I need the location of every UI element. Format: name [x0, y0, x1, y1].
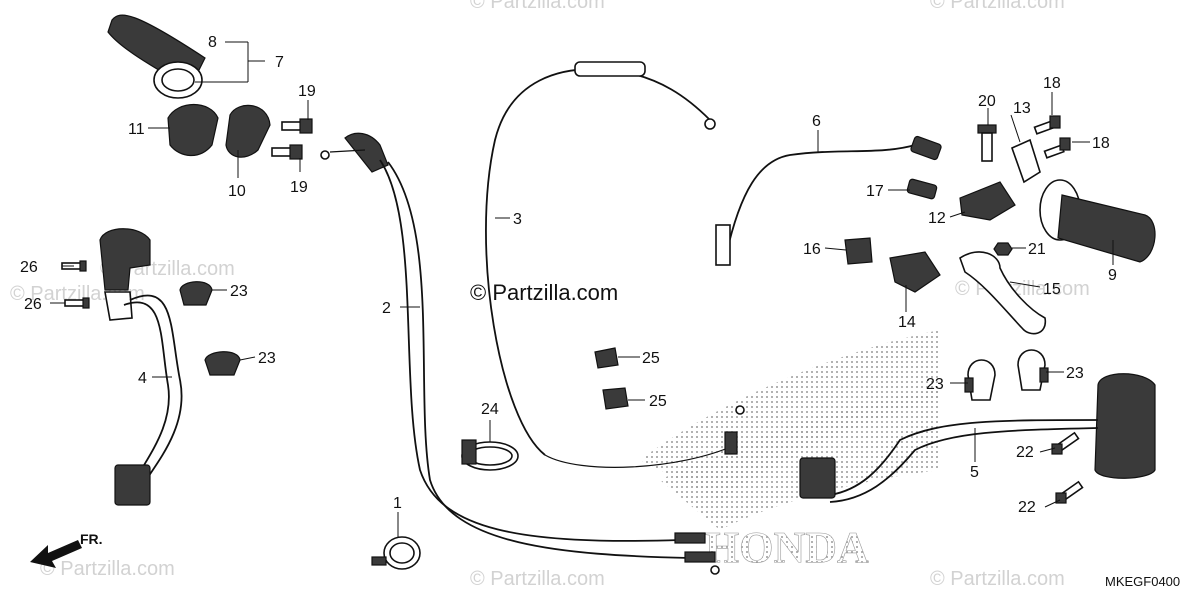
callout-1: 1 — [393, 495, 402, 512]
callout-3: 3 — [513, 211, 522, 228]
front-direction-label: FR. — [80, 531, 103, 547]
clutch-lever-15[interactable] — [959, 251, 1047, 335]
callout-15: 15 — [1043, 281, 1061, 298]
callout-5: 5 — [970, 464, 979, 481]
watermark-tile: © Partzilla.com — [470, 568, 605, 590]
watermark-tile: © Partzilla.com — [955, 278, 1090, 300]
watermark-tile: © Partzilla.com — [930, 0, 1065, 13]
wire-clamp-23-c[interactable] — [964, 359, 996, 401]
clutch-adjuster-13[interactable] — [1010, 138, 1041, 184]
watermark-tile: © Partzilla.com — [40, 558, 175, 580]
callout-18-lower: 18 — [1092, 135, 1110, 152]
callout-14: 14 — [898, 314, 916, 331]
screw-19-lower[interactable] — [271, 144, 303, 160]
callout-20: 20 — [978, 93, 996, 110]
watermark-tiles: © Partzilla.com © Partzilla.com © Partzi… — [10, 0, 1090, 590]
callout-7: 7 — [275, 54, 284, 71]
callout-26-lower: 26 — [24, 296, 42, 313]
lever-bracket-14[interactable] — [889, 251, 941, 293]
bolt-18-upper[interactable] — [1033, 115, 1061, 135]
cable-clip-25-b[interactable] — [602, 387, 629, 410]
callout-4: 4 — [138, 370, 147, 387]
right-handlebar-switch[interactable] — [799, 373, 1156, 503]
throttle-housing-lower[interactable] — [225, 104, 271, 158]
wire-clamp-23-a[interactable] — [179, 281, 213, 306]
callout-21: 21 — [1028, 241, 1046, 258]
adjuster-17[interactable] — [906, 178, 938, 200]
screw-22-lower[interactable] — [1055, 480, 1084, 504]
watermark-tile: © Partzilla.com — [470, 0, 605, 13]
cable-band-1[interactable] — [371, 536, 421, 570]
clutch-cable[interactable] — [485, 61, 745, 468]
callout-10: 10 — [228, 183, 246, 200]
bolt-20[interactable] — [977, 124, 997, 162]
bolt-18-lower[interactable] — [1043, 137, 1071, 159]
callout-25-a: 25 — [642, 350, 660, 367]
throttle-housing-upper[interactable] — [167, 104, 219, 157]
wire-clamp-23-d[interactable] — [1017, 349, 1049, 391]
callout-19-upper: 19 — [298, 83, 316, 100]
diagram-code: MKEGF0400 — [1105, 574, 1180, 589]
clutch-lever-holder-12[interactable] — [959, 181, 1016, 221]
callout-26-upper: 26 — [20, 259, 38, 276]
callout-19-lower: 19 — [290, 179, 308, 196]
watermark-tile: © Partzilla.com — [930, 568, 1065, 590]
callout-23-c: 23 — [926, 376, 944, 393]
callout-9: 9 — [1108, 267, 1117, 284]
callout-25-b: 25 — [649, 393, 667, 410]
callout-23-b: 23 — [258, 350, 276, 367]
callout-23-a: 23 — [230, 283, 248, 300]
callout-11: 11 — [128, 121, 145, 138]
callout-12: 12 — [928, 210, 946, 227]
honda-logo-text: HONDA — [705, 523, 869, 572]
screw-19-upper[interactable] — [281, 118, 313, 134]
callout-18-upper: 18 — [1043, 75, 1061, 92]
wire-clamp-23-b[interactable] — [204, 351, 241, 376]
cable-band-24[interactable] — [461, 439, 519, 471]
callout-6: 6 — [812, 113, 821, 130]
callout-13: 13 — [1013, 100, 1031, 117]
callout-17: 17 — [866, 183, 884, 200]
front-direction-arrow: FR. — [30, 531, 103, 568]
dust-seal-16[interactable] — [844, 237, 873, 265]
grip-9[interactable] — [1039, 179, 1156, 263]
callout-8: 8 — [208, 34, 217, 51]
callout-24: 24 — [481, 401, 499, 418]
callout-22-lower: 22 — [1018, 499, 1036, 516]
hot-start-cable[interactable] — [715, 135, 942, 266]
screw-22-upper[interactable] — [1051, 431, 1080, 455]
callout-16: 16 — [803, 241, 821, 258]
throttle-cable[interactable] — [320, 132, 720, 575]
callout-22-upper: 22 — [1016, 444, 1034, 461]
watermark-center: © Partzilla.com — [470, 280, 618, 305]
nut-21[interactable] — [993, 242, 1013, 256]
throttle-grip[interactable] — [107, 14, 206, 99]
screw-26-lower[interactable] — [64, 297, 90, 309]
callout-2: 2 — [382, 300, 391, 317]
leader-lines — [50, 41, 1114, 537]
cable-clip-25-a[interactable] — [594, 347, 619, 369]
callouts: 8 7 11 10 19 19 2 3 6 20 13 18 18 17 12 … — [20, 34, 1117, 516]
callout-23-d: 23 — [1066, 365, 1084, 382]
left-handlebar-switch[interactable] — [99, 228, 183, 506]
